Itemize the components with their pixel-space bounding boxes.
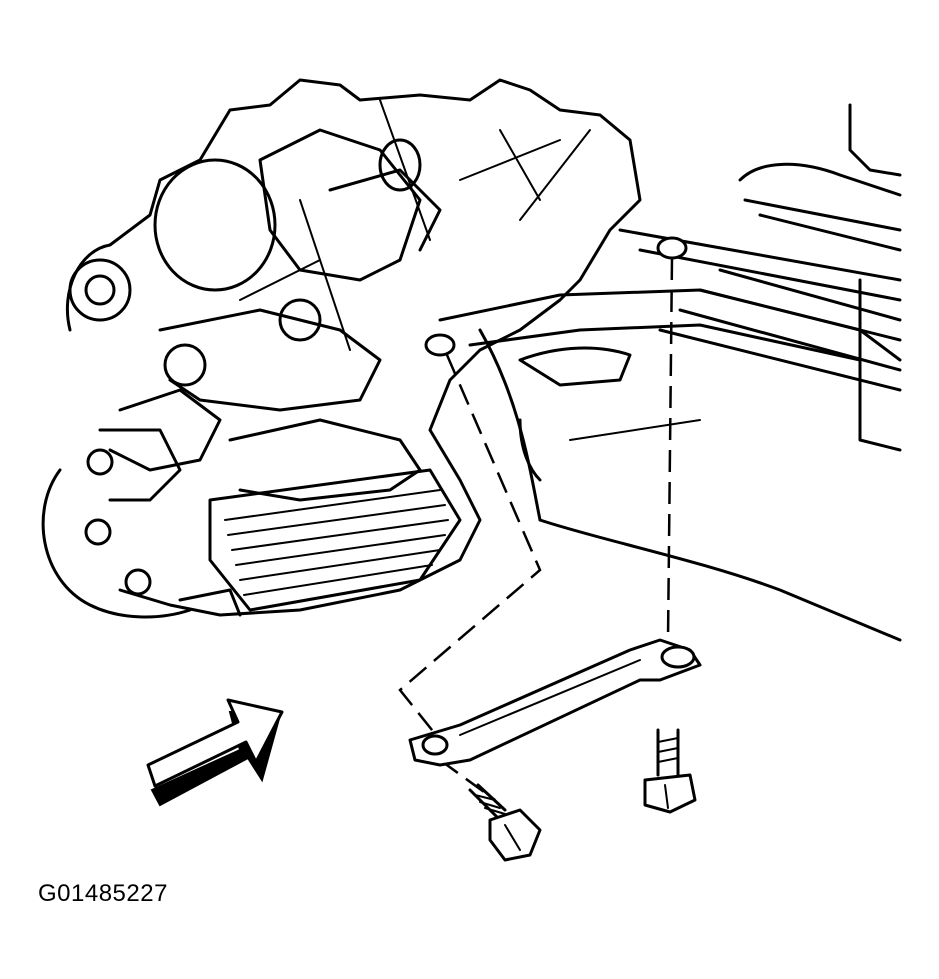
alternator [153,158,277,292]
left-bolt-hole [424,333,456,357]
right-bolt-hole [656,236,688,260]
front-direction-arrow [146,698,284,807]
oil-pan [438,288,902,642]
right-leader-line [666,257,674,641]
left-bolt [468,783,542,862]
transmission-pan [178,468,462,617]
frame-rail [569,103,902,452]
flywheel-housing [41,428,192,619]
left-bolt-leader [439,758,496,802]
brace-bracket [408,638,702,767]
right-bolt [643,728,697,814]
engine-block [65,78,642,617]
figure-id-label: G01485227 [38,880,168,907]
left-leader-line [398,354,542,741]
